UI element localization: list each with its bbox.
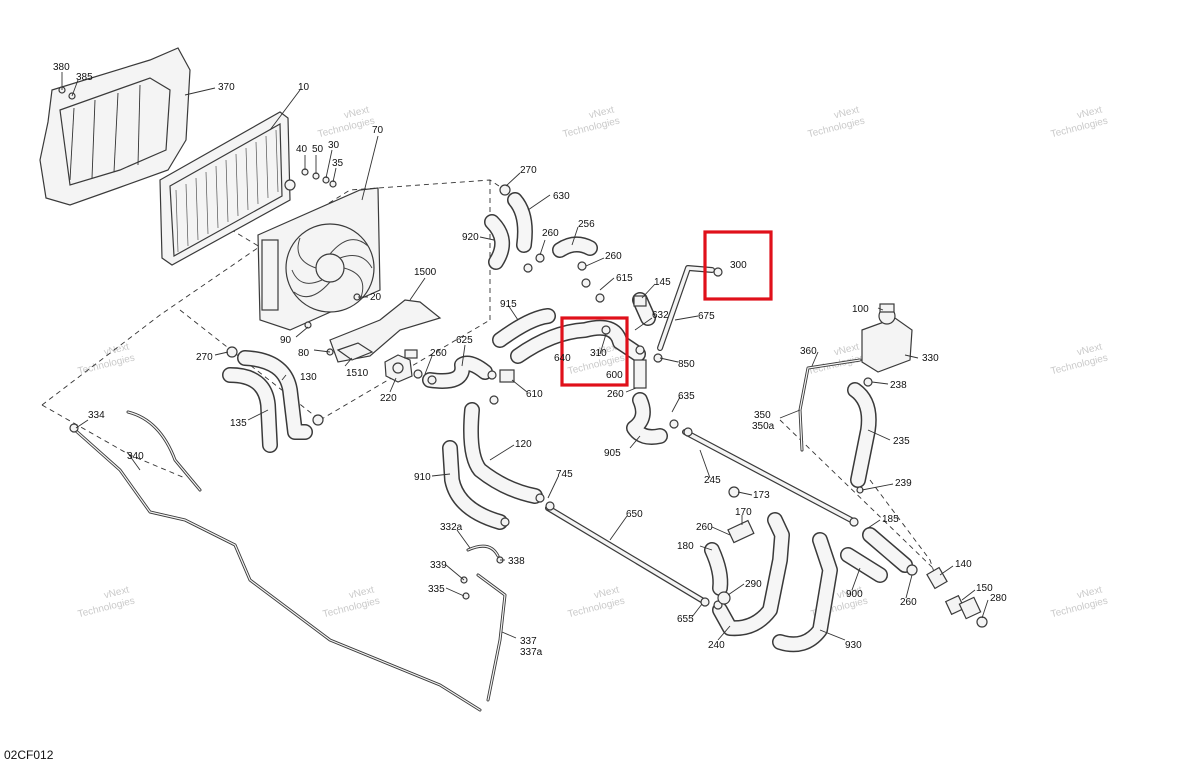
label-338: 338 (508, 556, 525, 567)
label-900: 900 (846, 589, 863, 600)
label-675: 675 (698, 311, 715, 322)
label-170: 170 (735, 507, 752, 518)
label-339: 339 (430, 560, 447, 571)
label-50: 50 (312, 144, 324, 155)
label-745: 745 (556, 469, 573, 480)
label-245: 245 (704, 475, 721, 486)
label-350: 350 (754, 410, 771, 421)
label-337: 337 (520, 636, 537, 647)
label-335: 335 (428, 584, 445, 595)
label-910: 910 (414, 472, 431, 483)
label-350a: 350a (752, 421, 775, 432)
diagram-code: 02CF012 (4, 748, 54, 762)
label-140: 140 (955, 559, 972, 570)
label-260-d: 260 (607, 389, 624, 400)
label-80: 80 (298, 348, 310, 359)
label-100: 100 (852, 304, 869, 315)
label-290: 290 (745, 579, 762, 590)
label-256: 256 (578, 219, 595, 230)
label-850: 850 (678, 359, 695, 370)
label-239: 239 (895, 478, 912, 489)
label-915: 915 (500, 299, 517, 310)
label-260-f: 260 (900, 597, 917, 608)
label-337a: 337a (520, 647, 543, 658)
label-385: 385 (76, 72, 93, 83)
label-930: 930 (845, 640, 862, 651)
label-330: 330 (922, 353, 939, 364)
label-135: 135 (230, 418, 247, 429)
label-260-c: 260 (605, 251, 622, 262)
label-310: 310 (590, 348, 607, 359)
label-90: 90 (280, 335, 292, 346)
label-185: 185 (882, 514, 899, 525)
label-370: 370 (218, 82, 235, 93)
label-625: 625 (456, 335, 473, 346)
label-130: 130 (300, 372, 317, 383)
leader-lines (61, 72, 989, 641)
fittings-and-clamps (58, 86, 988, 628)
label-260-b: 260 (542, 228, 559, 239)
label-270-left: 270 (196, 352, 213, 363)
label-220: 220 (380, 393, 397, 404)
label-235: 235 (893, 436, 910, 447)
label-280: 280 (990, 593, 1007, 604)
label-610: 610 (526, 389, 543, 400)
label-632: 632 (652, 310, 669, 321)
fastener-stack (301, 168, 361, 301)
label-300: 300 (730, 260, 747, 271)
label-150: 150 (976, 583, 993, 594)
label-1510: 1510 (346, 368, 369, 379)
label-238: 238 (890, 380, 907, 391)
label-630: 630 (553, 191, 570, 202)
label-615: 615 (616, 273, 633, 284)
label-920: 920 (462, 232, 479, 243)
label-270-top: 270 (520, 165, 537, 176)
radiator (159, 111, 296, 266)
label-180: 180 (677, 541, 694, 552)
fan-assembly (257, 187, 381, 331)
label-640: 640 (554, 353, 571, 364)
long-tubes (73, 358, 862, 712)
label-380: 380 (53, 62, 70, 73)
label-1500: 1500 (414, 267, 437, 278)
label-145: 145 (654, 277, 671, 288)
label-240: 240 (708, 640, 725, 651)
label-655: 655 (677, 614, 694, 625)
label-260-a: 260 (430, 348, 447, 359)
label-600: 600 (606, 370, 623, 381)
label-360: 360 (800, 346, 817, 357)
highlight-box-300 (703, 230, 773, 301)
label-10: 10 (298, 82, 310, 93)
label-35: 35 (332, 158, 344, 169)
label-173: 173 (753, 490, 770, 501)
label-20: 20 (370, 292, 382, 303)
label-260-e: 260 (696, 522, 713, 533)
label-40: 40 (296, 144, 308, 155)
label-905: 905 (604, 448, 621, 459)
label-120: 120 (515, 439, 532, 450)
thermostat-housing (384, 349, 418, 383)
label-332a: 332a (440, 522, 463, 533)
part-labels: 380 385 370 10 40 50 30 35 70 20 1500 90… (53, 62, 1007, 658)
hoses (222, 192, 913, 653)
label-30: 30 (328, 140, 340, 151)
coolant-reservoir (861, 303, 913, 373)
radiator-shroud (39, 47, 191, 206)
label-70: 70 (372, 125, 384, 136)
label-340: 340 (127, 451, 144, 462)
label-334: 334 (88, 410, 105, 421)
label-635: 635 (678, 391, 695, 402)
label-650: 650 (626, 509, 643, 520)
highlight-box-310-600 (560, 316, 629, 387)
